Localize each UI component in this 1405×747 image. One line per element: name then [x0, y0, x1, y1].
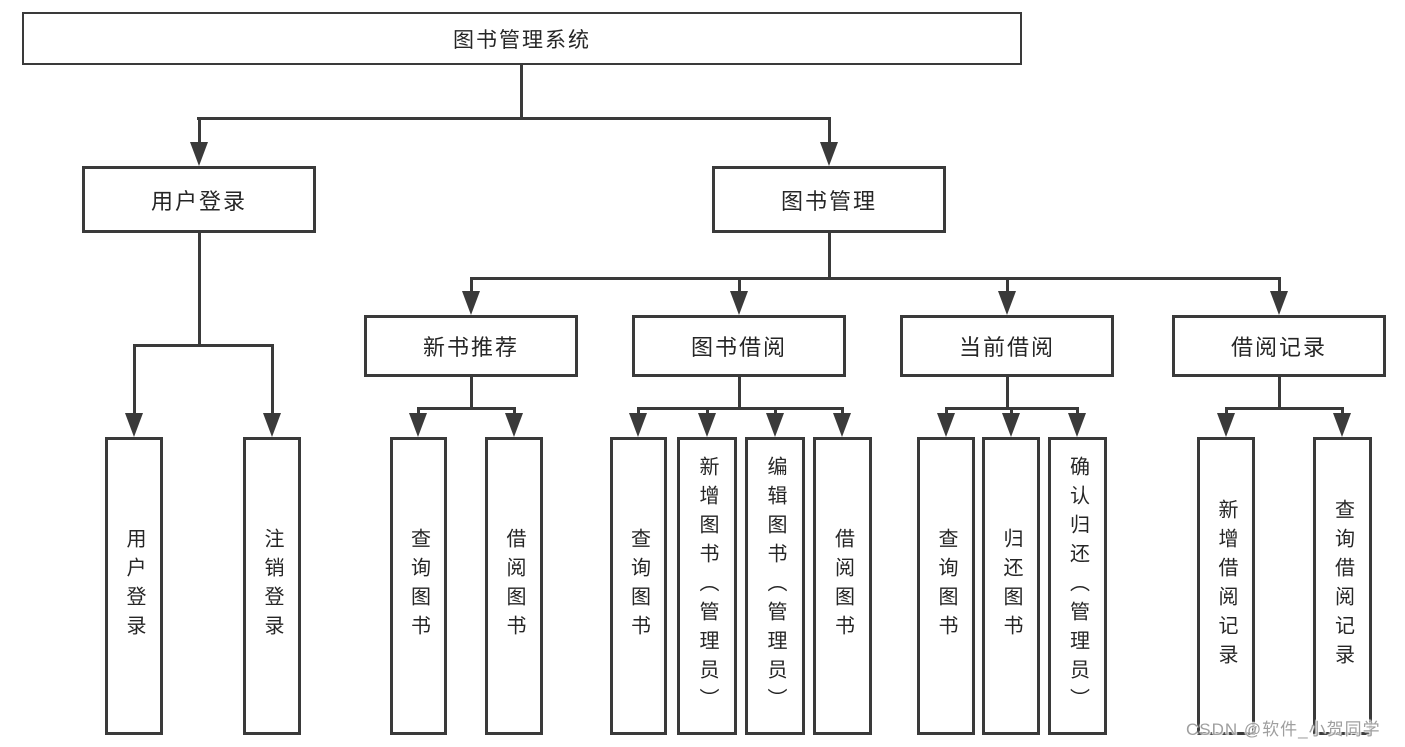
node-root-library-system: 图书管理系统 [22, 12, 1022, 65]
connector-group-rake [638, 407, 843, 410]
node-current-borrow: 当前借阅 [900, 315, 1114, 377]
node-leaf-query-current: 查询图书 [917, 437, 975, 735]
node-label: 新增图书（管理员） [696, 455, 718, 717]
connector-mgmt-drop [828, 233, 831, 280]
connector-group-drop [738, 377, 741, 409]
node-label: 图书借阅 [690, 335, 787, 360]
connector-stem [1076, 407, 1079, 415]
connector-stem [417, 407, 420, 415]
arrowhead-down-icon [1002, 413, 1020, 437]
arrowhead-down-icon [629, 413, 647, 437]
node-leaf-user-login: 用户登录 [105, 437, 163, 735]
connector-stem [133, 344, 136, 413]
connector-group-drop [1006, 377, 1009, 409]
node-label: 注销登录 [261, 528, 283, 644]
arrowhead-down-icon [190, 142, 208, 166]
connector-stem [1006, 277, 1009, 291]
node-label: 新书推荐 [422, 335, 519, 360]
arrowhead-down-icon [998, 291, 1016, 315]
arrowhead-down-icon [1270, 291, 1288, 315]
arrowhead-down-icon [263, 413, 281, 437]
node-label: 图书管理 [780, 188, 877, 214]
node-label: 当前借阅 [958, 335, 1055, 360]
node-book-management: 图书管理 [712, 166, 946, 233]
connector-stem [841, 407, 844, 415]
connector-stem [1225, 407, 1228, 415]
connector-stem [470, 277, 473, 291]
connector-stem [738, 277, 741, 291]
node-leaf-logout: 注销登录 [243, 437, 301, 735]
connector-stem [828, 117, 831, 144]
connector-group-rake [418, 407, 515, 410]
node-leaf-query-book: 查询图书 [610, 437, 667, 735]
connector-stem [945, 407, 948, 415]
connector-stem [513, 407, 516, 415]
arrowhead-down-icon [1217, 413, 1235, 437]
node-label: 查询借阅记录 [1331, 499, 1354, 673]
connector-stem [1010, 407, 1013, 415]
node-label: 用户登录 [123, 528, 145, 644]
connector-stem [774, 407, 777, 415]
arrowhead-down-icon [766, 413, 784, 437]
arrowhead-down-icon [820, 142, 838, 166]
node-label: 编辑图书（管理员） [764, 455, 786, 717]
connector-stem [1278, 277, 1281, 291]
connector-root-rake [197, 117, 831, 120]
arrowhead-down-icon [1333, 413, 1351, 437]
node-new-book-recommend: 新书推荐 [364, 315, 578, 377]
arrowhead-down-icon [1068, 413, 1086, 437]
connector-stem [706, 407, 709, 415]
node-book-borrow: 图书借阅 [632, 315, 846, 377]
node-label: 借阅记录 [1230, 335, 1327, 360]
node-label: 图书管理系统 [453, 28, 591, 52]
node-user-login: 用户登录 [82, 166, 316, 233]
arrowhead-down-icon [409, 413, 427, 437]
connector-root-drop [520, 65, 523, 119]
node-leaf-edit-book-admin: 编辑图书（管理员） [745, 437, 805, 735]
node-label: 确认归还（管理员） [1066, 455, 1089, 717]
node-label: 借阅图书 [503, 528, 525, 644]
node-leaf-borrow-book: 借阅图书 [813, 437, 872, 735]
connector-mgmt-rake [471, 277, 1281, 280]
connector-group-drop [1278, 377, 1281, 409]
connector-login-rake [134, 344, 274, 347]
connector-stem [271, 344, 274, 413]
connector-stem [637, 407, 640, 415]
connector-stem [198, 117, 201, 144]
connector-group-drop [470, 377, 473, 409]
node-leaf-borrow-book-recommend: 借阅图书 [485, 437, 543, 735]
node-leaf-query-book-recommend: 查询图书 [390, 437, 447, 735]
connector-stem [1341, 407, 1344, 415]
arrowhead-down-icon [698, 413, 716, 437]
node-leaf-query-borrow-record: 查询借阅记录 [1313, 437, 1372, 735]
node-leaf-add-borrow-record: 新增借阅记录 [1197, 437, 1255, 735]
node-label: 查询图书 [935, 528, 957, 644]
csdn-watermark: CSDN @软件_小贺同学 [1186, 720, 1381, 739]
arrowhead-down-icon [937, 413, 955, 437]
node-leaf-confirm-return-admin: 确认归还（管理员） [1048, 437, 1107, 735]
node-label: 借阅图书 [831, 528, 854, 644]
node-label: 新增借阅记录 [1215, 499, 1237, 673]
node-label: 查询图书 [627, 528, 650, 644]
arrowhead-down-icon [730, 291, 748, 315]
arrowhead-down-icon [833, 413, 851, 437]
arrowhead-down-icon [125, 413, 143, 437]
connector-group-rake [1226, 407, 1344, 410]
node-label: 归还图书 [1000, 528, 1022, 644]
node-leaf-return-book: 归还图书 [982, 437, 1040, 735]
node-label: 用户登录 [150, 188, 247, 214]
node-borrow-record: 借阅记录 [1172, 315, 1386, 377]
arrowhead-down-icon [505, 413, 523, 437]
connector-login-drop [198, 233, 201, 346]
node-label: 查询图书 [407, 528, 430, 644]
node-leaf-add-book-admin: 新增图书（管理员） [677, 437, 737, 735]
arrowhead-down-icon [462, 291, 480, 315]
